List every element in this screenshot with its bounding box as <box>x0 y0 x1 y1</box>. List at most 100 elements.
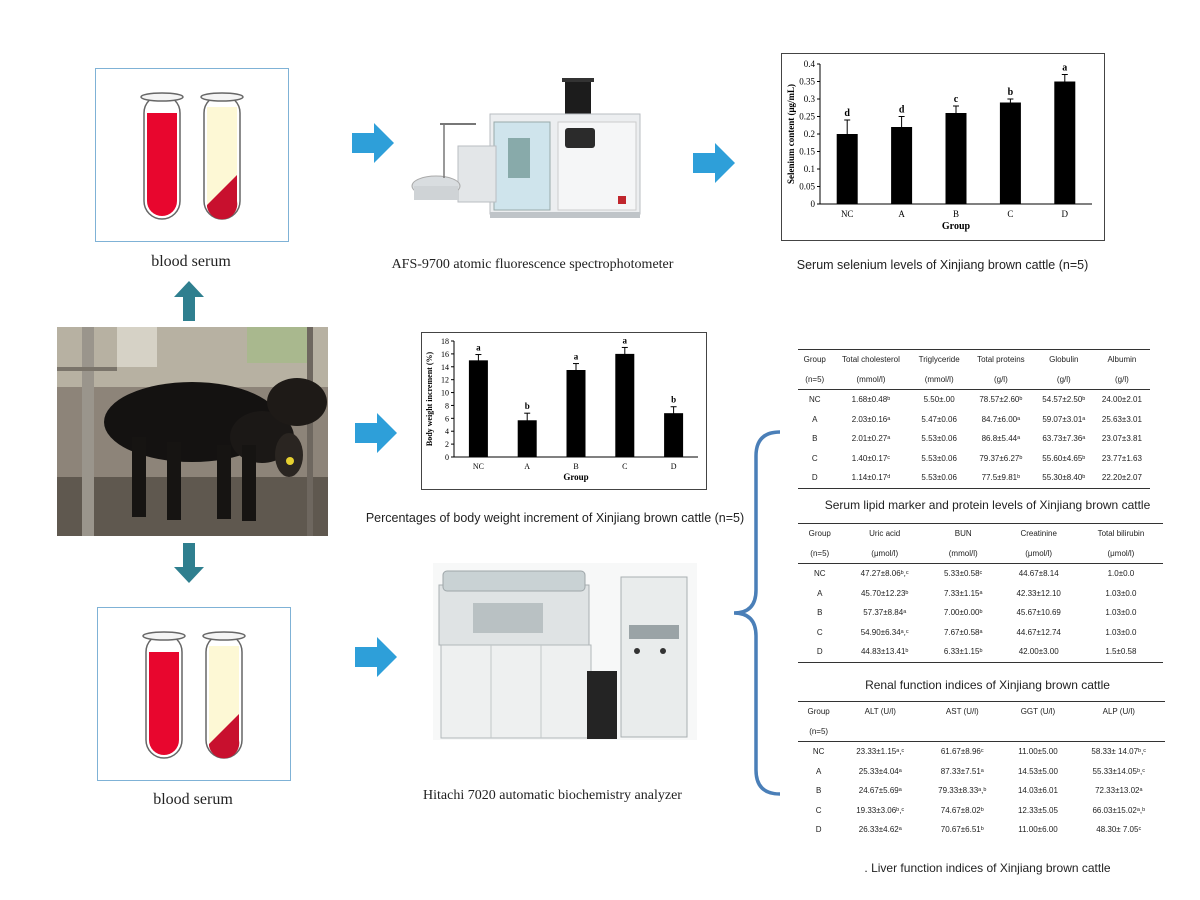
table-cell: 45.67±10.69 <box>1016 608 1061 618</box>
table-row: A 25.33±4.04ᵃ 87.33±7.51ᵃ 14.53±5.00 55.… <box>798 762 1165 782</box>
bar <box>945 113 967 204</box>
table-row: C 19.33±3.06ᵇ,ᶜ 74.67±8.02ᵇ 12.33±5.05 6… <box>798 801 1165 821</box>
table-cell: 44.67±12.74 <box>1016 627 1061 637</box>
x-tick-label: D <box>671 462 677 471</box>
table-cell: 12.33±5.05 <box>1017 805 1058 815</box>
table-cell: NC <box>812 747 825 757</box>
x-tick-label: C <box>1007 209 1013 219</box>
table-unit: (mmol/l) <box>910 369 968 390</box>
table-header: Albumin <box>1093 349 1150 370</box>
table-cell: 77.5±9.81ᵇ <box>967 468 1034 489</box>
hitachi-caption: Hitachi 7020 automatic biochemistry anal… <box>423 788 682 803</box>
significance-letter: a <box>1062 63 1067 74</box>
table-cell: 79.33±8.33ᵃ,ᵇ <box>938 786 987 796</box>
x-tick-label: B <box>573 462 578 471</box>
y-tick-label: 0.3 <box>804 94 816 104</box>
table-cell: 14.03±6.01 <box>1017 786 1058 796</box>
table-cell: 5.47±0.06 <box>921 414 957 424</box>
table-cell: 11.00±5.00 <box>1018 747 1058 757</box>
x-tick-label: A <box>898 209 905 219</box>
table-cell: A <box>817 588 823 598</box>
table-cell: 57.37±8.84ᵃ <box>863 608 907 618</box>
table-header: Total proteins <box>967 349 1034 370</box>
table-header: Total bilirubin <box>1078 523 1163 544</box>
significance-letter: c <box>954 94 959 105</box>
y-tick-label: 16 <box>441 350 449 359</box>
table-unit <box>1003 721 1073 742</box>
table-unit: (μmol/l) <box>841 543 928 564</box>
table-cell: 63.73±7.36ᵃ <box>1042 434 1086 444</box>
table-cell: 19.33±3.06ᵇ,ᶜ <box>856 805 905 815</box>
table-unit: (μmol/l) <box>998 543 1079 564</box>
table-unit: (n=5) <box>798 721 840 742</box>
table-cell: 1.03±0.0 <box>1105 627 1137 637</box>
afs-9700-spectrophotometer-image <box>410 78 655 228</box>
table-cell: 5.33±0.58ᶜ <box>944 569 983 579</box>
table-cell: 86.8±5.44ᵃ <box>981 434 1021 444</box>
x-tick-label: NC <box>841 209 854 219</box>
table-row: A 45.70±12.23ᵇ 7.33±1.15ᵃ 42.33±12.10 1.… <box>798 584 1163 604</box>
table-cell: 44.67±8.14 <box>1018 569 1059 579</box>
table-header: BUN <box>927 523 999 544</box>
table-unit: (mmol/l) <box>831 369 911 390</box>
table-unit: (mmol/l) <box>927 543 999 564</box>
table-cell: 7.67±0.58ᵃ <box>943 627 983 637</box>
table-row: NC 1.68±0.48ᵇ 5.50±.00 78.57±2.60ᵇ 54.57… <box>798 390 1150 410</box>
table-row: NC 23.33±1.15ᵃ,ᶜ 61.67±8.96ᶜ 11.00±5.00 … <box>798 742 1165 762</box>
arrow-up-icon <box>174 281 204 321</box>
table-cell: 5.53±0.06 <box>921 434 957 444</box>
table-cell: 11.00±6.00 <box>1018 825 1058 835</box>
table-cell: 1.03±0.0 <box>1105 588 1137 598</box>
y-tick-label: 14 <box>441 363 449 372</box>
x-tick-label: NC <box>473 462 484 471</box>
y-tick-label: 8 <box>445 401 449 410</box>
x-tick-label: B <box>953 209 959 219</box>
table-header: Globulin <box>1033 349 1094 370</box>
table-header: AST (U/l) <box>921 701 1004 722</box>
y-tick-label: 10 <box>441 389 449 398</box>
arrow-right-icon <box>693 143 735 183</box>
table-cell: C <box>815 805 822 815</box>
table-row: D 1.14±0.17ᵈ 5.53±0.06 77.5±9.81ᵇ 55.30±… <box>798 468 1150 489</box>
table-cell: C <box>816 627 823 637</box>
table-cell: A <box>815 766 822 776</box>
table-unit: (μmol/l) <box>1078 543 1163 564</box>
y-axis-title: Selenium content (μg/mL) <box>786 84 796 184</box>
y-tick-label: 0.35 <box>799 77 815 87</box>
y-tick-label: 18 <box>441 337 449 346</box>
table-cell: 23.33±1.15ᵃ,ᶜ <box>856 747 905 757</box>
table-cell: 7.00±0.00ᵇ <box>943 608 983 618</box>
table-cell: 42.00±3.00 <box>998 642 1079 663</box>
table-cell: 84.7±6.00ᵃ <box>981 414 1021 424</box>
table-cell: 54.57±2.50ᵇ <box>1042 395 1086 405</box>
table-cell: 23.77±1.63 <box>1101 453 1142 463</box>
y-tick-label: 12 <box>441 376 449 385</box>
table-cell: 54.90±6.34ᵃ,ᶜ <box>860 627 909 637</box>
table-row: B 57.37±8.84ᵃ 7.00±0.00ᵇ 45.67±10.69 1.0… <box>798 603 1163 623</box>
table-cell: 5.53±0.06 <box>921 453 957 463</box>
table-row: NC 47.27±8.06ᵇ,ᶜ 5.33±0.58ᶜ 44.67±8.14 1… <box>798 564 1163 584</box>
significance-letter: b <box>525 401 530 411</box>
y-axis-title: Body weight increment (%) <box>425 352 434 447</box>
table-cell: 55.60±4.65ᵇ <box>1042 453 1086 463</box>
table-header: Group <box>798 349 832 370</box>
table-cell: 70.67±6.51ᵇ <box>940 825 984 835</box>
table-row: A 2.03±0.16ᵃ 5.47±0.06 84.7±6.00ᵃ 59.07±… <box>798 410 1150 430</box>
table-cell: C <box>811 453 818 463</box>
table-cell: 55.33±14.05ᵇ,ᶜ <box>1092 766 1146 776</box>
table-cell: D <box>815 825 822 835</box>
bar <box>891 127 913 204</box>
y-tick-label: 0.2 <box>804 129 815 139</box>
table-header: Total cholesterol <box>831 349 911 370</box>
table-cell: 72.33±13.02ᵃ <box>1095 786 1143 796</box>
table-cell: 26.33±4.62ᵃ <box>858 825 902 835</box>
table-cell: NC <box>813 569 826 579</box>
table-cell: B <box>812 434 818 444</box>
y-tick-label: 0.05 <box>799 182 815 192</box>
lipid-protein-table: Group Total cholesterol Triglyceride Tot… <box>798 349 1150 489</box>
table-unit: (g/l) <box>967 369 1034 390</box>
table-cell: 1.5±0.58 <box>1078 642 1163 663</box>
